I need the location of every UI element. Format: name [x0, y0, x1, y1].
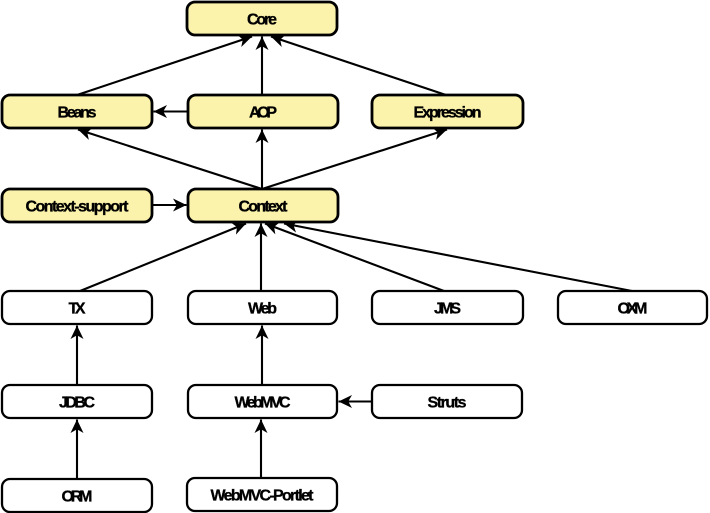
svg-text:Context-support: Context-support — [26, 199, 130, 216]
svg-text:Expression: Expression — [414, 105, 482, 122]
svg-text:JMS: JMS — [434, 301, 461, 318]
svg-text:TX: TX — [69, 301, 86, 318]
svg-text:JDBC: JDBC — [59, 395, 95, 412]
svg-text:Struts: Struts — [428, 395, 467, 412]
svg-text:WebMVC: WebMVC — [235, 395, 291, 412]
svg-text:Context: Context — [239, 199, 289, 216]
svg-text:OXM: OXM — [618, 301, 648, 318]
svg-text:ORM: ORM — [62, 489, 93, 506]
svg-text:Web: Web — [248, 301, 277, 318]
svg-text:WebMVC-Portlet: WebMVC-Portlet — [211, 488, 315, 505]
svg-text:AOP: AOP — [249, 105, 277, 122]
svg-text:Core: Core — [247, 12, 277, 29]
svg-text:Beans: Beans — [58, 105, 97, 122]
